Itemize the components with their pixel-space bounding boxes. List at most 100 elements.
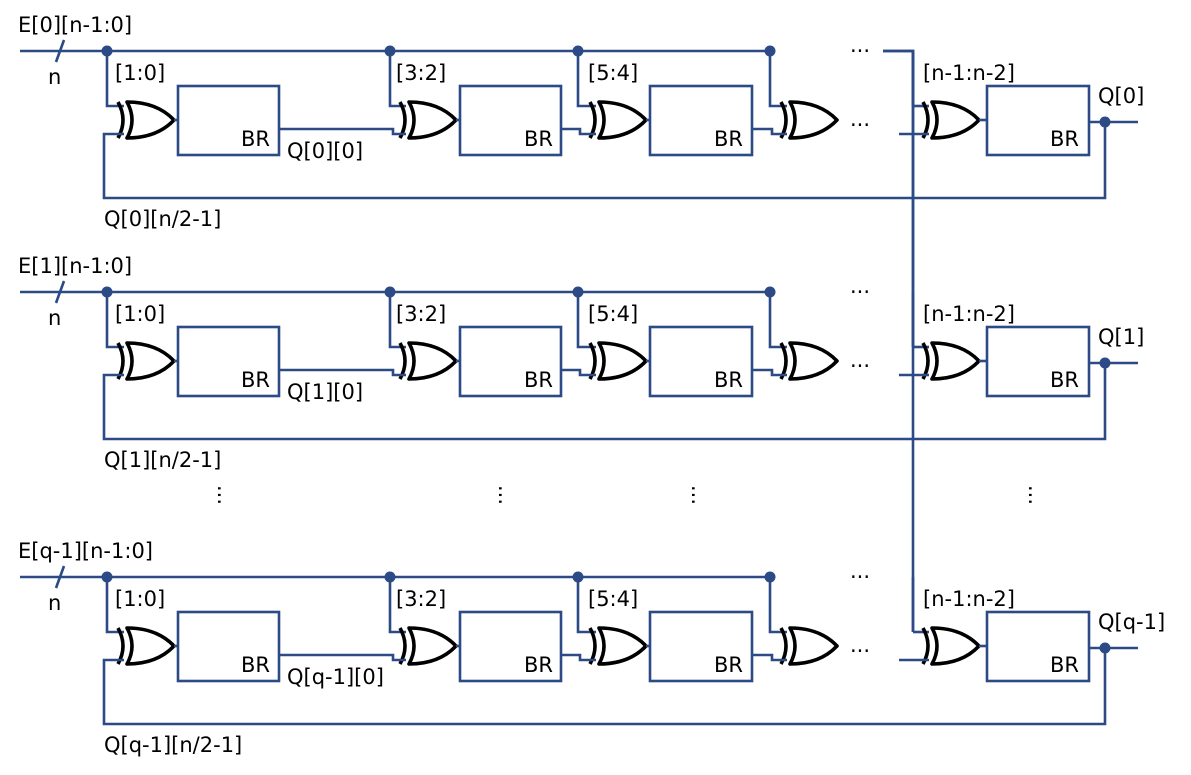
vertical-ellipsis: ... bbox=[1024, 485, 1048, 505]
br-block-label: BR bbox=[524, 368, 553, 392]
xor-gate-icon bbox=[398, 626, 458, 666]
br-block-label: BR bbox=[1050, 653, 1079, 677]
br-block bbox=[176, 610, 281, 683]
br-block bbox=[648, 610, 754, 683]
vertical-ellipsis: ... bbox=[494, 485, 518, 505]
br-block bbox=[648, 325, 754, 398]
xor-chain-row: E[1][n-1:0] n... [1:0] [3:2] [5:4] [n-1:n-2] B… bbox=[18, 49, 1144, 472]
chain-continues-ellipsis: ... bbox=[850, 107, 870, 131]
block-to-xor-wire bbox=[561, 127, 596, 136]
xor-gate-icon bbox=[116, 341, 176, 381]
slice-label: [5:4] bbox=[588, 61, 638, 85]
bus-width-label: n bbox=[48, 65, 61, 89]
slice-label: [n-1:n-2] bbox=[923, 587, 1015, 611]
vertical-ellipsis: ... bbox=[213, 485, 237, 505]
bus-width-label: n bbox=[48, 591, 61, 615]
xor-gate-icon bbox=[588, 626, 648, 666]
chain-continues-ellipsis: ... bbox=[850, 633, 870, 657]
slice-tap-wire bbox=[768, 51, 787, 108]
xor-gate-icon bbox=[588, 341, 648, 381]
block-to-xor-wire bbox=[752, 653, 787, 662]
br-block bbox=[458, 84, 563, 157]
br-block-label: BR bbox=[524, 653, 553, 677]
block-to-xor-wire bbox=[279, 368, 406, 377]
slice-label: [5:4] bbox=[588, 587, 638, 611]
xor-gate-icon bbox=[398, 100, 458, 140]
feedback-wire bbox=[102, 122, 1107, 200]
br-block-label: BR bbox=[1050, 368, 1079, 392]
rows-layer: E[0][n-1:0] n... [1:0] [3:2] [5:4] [n-1:n-2] B… bbox=[18, 13, 1165, 757]
slice-tap-wire bbox=[576, 577, 596, 634]
slice-label: [1:0] bbox=[115, 61, 165, 85]
slice-tap-wire bbox=[576, 292, 596, 349]
br-block-label: BR bbox=[241, 653, 270, 677]
br-block-label: BR bbox=[241, 368, 270, 392]
br-block-label: BR bbox=[714, 653, 743, 677]
block-to-xor-wire bbox=[752, 127, 787, 136]
bus-continues-ellipsis: ... bbox=[850, 274, 870, 298]
slice-tap-wire bbox=[576, 51, 596, 108]
br-block-label: BR bbox=[524, 127, 553, 151]
br-block bbox=[648, 84, 754, 157]
bus-width-label: n bbox=[48, 306, 61, 330]
br-block-label: BR bbox=[241, 127, 270, 151]
input-bus-label: E[0][n-1:0] bbox=[18, 13, 132, 37]
slice-label: [3:2] bbox=[396, 587, 446, 611]
row-output-label: Q[q-1] bbox=[1098, 610, 1165, 634]
br-block bbox=[985, 610, 1091, 683]
chain-continues-ellipsis: ... bbox=[850, 348, 870, 372]
br-block-label: BR bbox=[714, 127, 743, 151]
xor-gate-icon bbox=[398, 341, 458, 381]
slice-label: [5:4] bbox=[588, 302, 638, 326]
xor-gate-icon bbox=[116, 100, 176, 140]
first-stage-output-label: Q[q-1][0] bbox=[287, 665, 384, 689]
xor-gate-icon bbox=[588, 100, 648, 140]
slice-label: [1:0] bbox=[115, 302, 165, 326]
feedback-wire bbox=[102, 363, 1107, 441]
feedback-label: Q[1][n/2-1] bbox=[104, 448, 221, 472]
last-slice-tap-wire bbox=[883, 49, 915, 632]
last-slice-tap-wire bbox=[883, 49, 915, 106]
slice-tap-wire bbox=[768, 577, 787, 634]
slice-label: [3:2] bbox=[396, 61, 446, 85]
br-block-label: BR bbox=[714, 368, 743, 392]
xor-gate-icon bbox=[921, 626, 981, 666]
xor-gate-icon bbox=[116, 626, 176, 666]
bus-continues-ellipsis: ... bbox=[850, 559, 870, 583]
xor-gate-icon bbox=[921, 100, 981, 140]
br-block bbox=[176, 325, 281, 398]
br-block bbox=[985, 325, 1091, 398]
br-block bbox=[176, 84, 281, 157]
row-output-label: Q[1] bbox=[1098, 325, 1144, 349]
first-stage-output-label: Q[0][0] bbox=[287, 139, 363, 163]
xor-gate-icon bbox=[779, 341, 839, 381]
br-block-label: BR bbox=[1050, 127, 1079, 151]
first-stage-output-label: Q[1][0] bbox=[287, 380, 363, 404]
block-to-xor-wire bbox=[279, 653, 406, 662]
br-block bbox=[458, 325, 563, 398]
input-bus-label: E[q-1][n-1:0] bbox=[18, 539, 153, 563]
slice-label: [n-1:n-2] bbox=[923, 302, 1015, 326]
vertical-ellipsis: ... bbox=[687, 485, 711, 505]
slice-label: [1:0] bbox=[115, 587, 165, 611]
block-to-xor-wire bbox=[561, 368, 596, 377]
slice-tap-wire bbox=[768, 292, 787, 349]
br-block bbox=[985, 84, 1091, 157]
xor-chain-row: E[0][n-1:0] n... [1:0] [3:2] [5:4] [n-1:n-2] B… bbox=[18, 13, 1144, 231]
slice-label: [n-1:n-2] bbox=[923, 61, 1015, 85]
slice-label: [3:2] bbox=[396, 302, 446, 326]
xor-chain-row: E[q-1][n-1:0] n... [1:0] [3:2] [5:4] [n-1:n-2… bbox=[18, 49, 1165, 757]
vertical-ellipsis-row: ............ bbox=[213, 485, 1048, 505]
xor-gate-icon bbox=[779, 100, 839, 140]
br-block bbox=[458, 610, 563, 683]
block-to-xor-wire bbox=[561, 653, 596, 662]
feedback-wire bbox=[102, 648, 1107, 726]
feedback-label: Q[0][n/2-1] bbox=[104, 207, 221, 231]
block-to-xor-wire bbox=[752, 368, 787, 377]
xor-gate-icon bbox=[779, 626, 839, 666]
block-to-xor-wire bbox=[279, 127, 406, 136]
input-bus-label: E[1][n-1:0] bbox=[18, 254, 132, 278]
xor-gate-icon bbox=[921, 341, 981, 381]
row-output-label: Q[0] bbox=[1098, 84, 1144, 108]
